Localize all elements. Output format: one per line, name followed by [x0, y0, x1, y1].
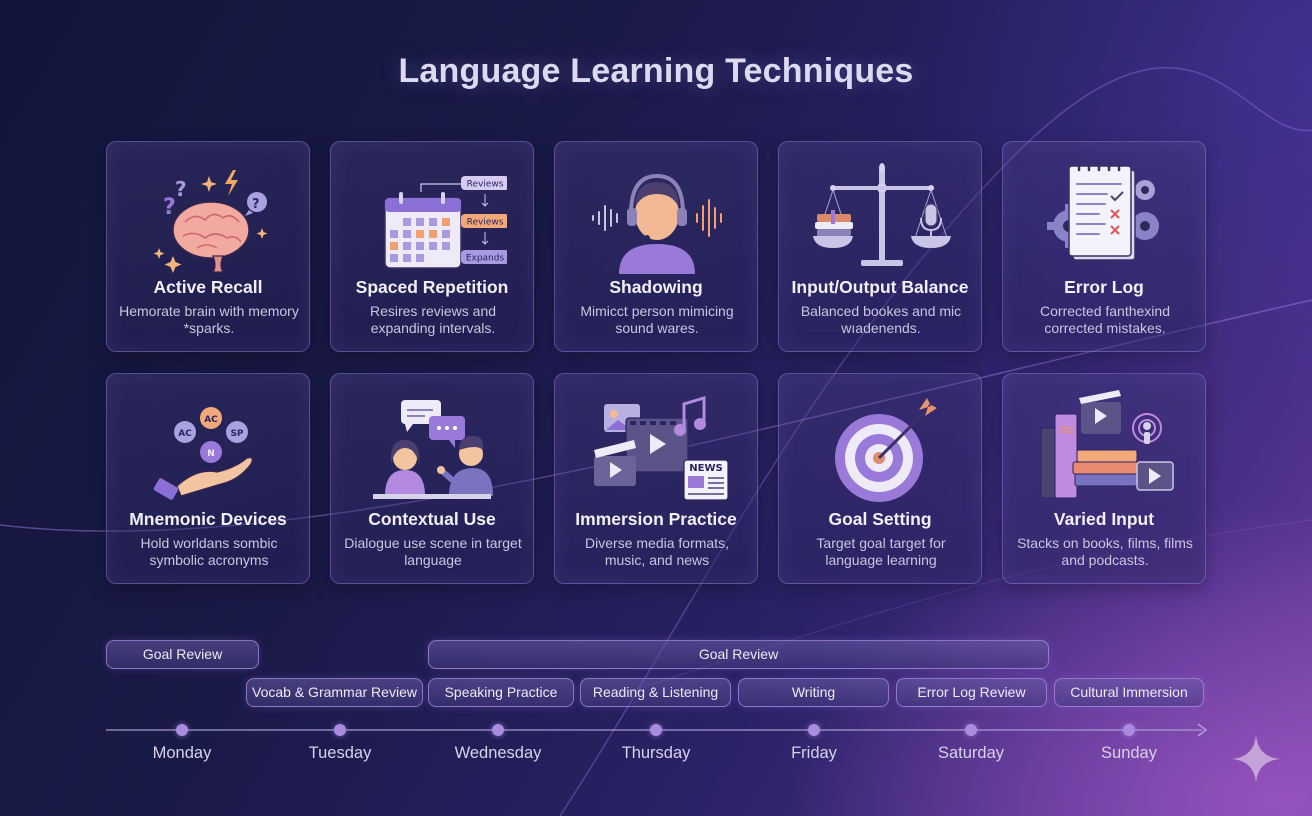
page-title: Language Learning Techniques [398, 52, 914, 90]
timeline-dot-wednesday [492, 724, 504, 736]
sparkle-icon [1232, 735, 1280, 783]
timeline-dot-monday [176, 724, 188, 736]
day-label-saturday: Saturday [937, 744, 1005, 762]
card-spaced-repetition[interactable]: Reviews Reviews Expands Spaced Repetitio… [330, 141, 534, 352]
arrow-right-icon [1197, 723, 1208, 737]
books-films-podcast-icon [1040, 390, 1174, 499]
pill-reading-listening[interactable]: Reading & Listening [580, 678, 731, 707]
card-description: Hemorate brain with memory *sparks. [119, 303, 299, 336]
card-shadowing[interactable]: Shadowing Mimicct person mimicing sound … [554, 141, 758, 352]
svg-text:Reviews: Reviews [467, 218, 504, 228]
svg-text:NEWS: NEWS [689, 463, 722, 474]
day-label-monday: Monday [152, 744, 212, 762]
timeline-dot-sunday [1123, 724, 1135, 736]
svg-text:?: ? [163, 195, 176, 220]
card-title: Shadowing [609, 277, 703, 297]
card-description: Dialogue use scene in target language [344, 535, 522, 568]
brain-sparks-icon: ? ? ? [153, 170, 268, 273]
card-title: Goal Setting [828, 509, 932, 529]
card-input-output-balance[interactable]: Input/Output Balance Balanced bookes and… [778, 141, 982, 352]
card-description: Balanced bookes and mic wıadenends. [800, 303, 962, 336]
day-label-sunday: Sunday [1101, 744, 1157, 762]
svg-text:AC: AC [204, 415, 218, 425]
svg-text:?: ? [252, 197, 260, 212]
balance-scale-icon [813, 163, 951, 266]
card-description: Hold worldans sombic symbolic acronyms [140, 535, 278, 568]
headset-person-icon [592, 173, 722, 274]
card-error-log[interactable]: Error Log Corrected fanthexind corrected… [1002, 141, 1206, 352]
pill-error-log-review[interactable]: Error Log Review [896, 678, 1047, 707]
calendar-reviews-icon: Reviews Reviews Expands [384, 176, 507, 269]
card-title: Error Log [1064, 277, 1144, 297]
pill-writing[interactable]: Writing [738, 678, 889, 707]
card-immersion-practice[interactable]: NEWS Immersion Practice Diverse media fo… [554, 373, 758, 584]
pill-cultural-immersion[interactable]: Cultural Immersion [1054, 678, 1204, 707]
svg-text:Reviews: Reviews [467, 180, 504, 190]
pill-goal-review-monday[interactable]: Goal Review [106, 640, 259, 669]
svg-text:Expands: Expands [466, 254, 505, 264]
card-contextual-use[interactable]: Contextual Use Dialogue use scene in tar… [330, 373, 534, 584]
card-title: Active Recall [153, 277, 263, 297]
day-label-tuesday: Tuesday [308, 744, 372, 762]
card-description: Diverse media formats, music, and news [585, 535, 729, 568]
card-goal-setting[interactable]: Goal Setting Target goal target for lang… [778, 373, 982, 584]
card-title: Immersion Practice [575, 509, 737, 529]
media-formats-icon: NEWS [594, 395, 729, 501]
card-description: Stacks on books, films, films and podcas… [1017, 535, 1193, 568]
svg-text:SP: SP [230, 429, 243, 439]
pill-vocab-grammar-review[interactable]: Vocab & Grammar Review [246, 678, 423, 707]
timeline-dot-tuesday [334, 724, 346, 736]
day-label-wednesday: Wednesday [454, 744, 542, 762]
card-title: Spaced Repetition [355, 277, 509, 297]
timeline-dot-friday [808, 724, 820, 736]
card-description: Mimicct person mimicing sound wares. [580, 303, 734, 336]
card-mnemonic-devices[interactable]: AC AC SP N Mnemonic Devices Hold worldan… [106, 373, 310, 584]
svg-text:N: N [207, 449, 215, 459]
card-title: Varied Input [1053, 509, 1155, 529]
card-varied-input[interactable]: Varied Input Stacks on books, films, fil… [1002, 373, 1206, 584]
card-title: Input/Output Balance [791, 277, 969, 297]
pill-goal-review-wed-sat[interactable]: Goal Review [428, 640, 1049, 669]
notebook-gears-icon [1047, 160, 1159, 261]
pill-speaking-practice[interactable]: Speaking Practice [428, 678, 574, 707]
card-description: Corrected fanthexind corrected mistakes. [1040, 303, 1170, 336]
timeline-dot-thursday [650, 724, 662, 736]
card-active-recall[interactable]: ? ? ? Active Recall Hemorate brain with … [106, 141, 310, 352]
card-description: Target goal target for language learning [816, 535, 946, 568]
card-title: Mnemonic Devices [129, 509, 287, 529]
day-label-thursday: Thursday [621, 744, 691, 762]
hand-acronyms-icon: AC AC SP N [153, 407, 253, 500]
svg-text:AC: AC [178, 429, 192, 439]
target-arrow-icon [835, 398, 937, 502]
timeline-dot-saturday [965, 724, 977, 736]
card-description: Resires reviews and expanding intervals. [369, 303, 497, 336]
svg-text:?: ? [175, 177, 187, 201]
day-label-friday: Friday [791, 744, 837, 762]
dialogue-scene-icon [373, 400, 493, 499]
card-title: Contextual Use [368, 509, 496, 529]
